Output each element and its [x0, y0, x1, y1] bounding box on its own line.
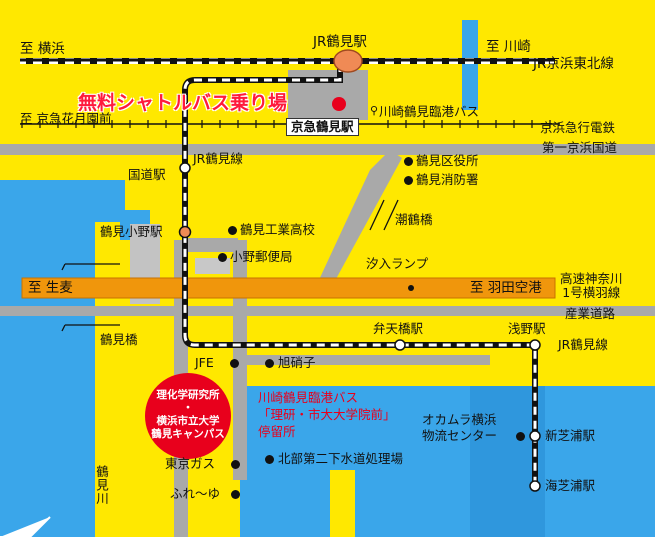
- campus-circle: [145, 373, 231, 459]
- expressway: [21, 277, 556, 299]
- canal-south: [470, 386, 545, 537]
- canal-center: [240, 386, 330, 537]
- road-diagonal: [318, 150, 402, 290]
- shuttle-stop-label: 無料シャトルバス乗り場: [78, 92, 288, 114]
- sangyo-road: [0, 306, 655, 316]
- jr-keihin-tohoku-rail: [20, 58, 555, 64]
- parcel: [195, 258, 230, 274]
- label-to-keikyu-kamata: 至 京急花月園前: [20, 111, 112, 126]
- corner-mark: [0, 516, 51, 537]
- line-jr-tsurumi-right: JR鶴見線: [558, 337, 608, 352]
- tokyo-gas-label: 東京ガス: [165, 456, 216, 471]
- tech-high-label: 鶴見工業高校: [240, 222, 316, 237]
- shuttle-stop-marker: [332, 97, 346, 111]
- fire-station-dot: [404, 176, 413, 185]
- shionyu-ramp-marker: [408, 285, 414, 291]
- okamura-dot: [516, 432, 525, 441]
- shionyu-ramp-label: 汐入ランプ: [366, 256, 429, 271]
- label-to-yokohama: 至 横浜: [20, 41, 65, 57]
- label-to-kawasaki: 至 川崎: [486, 39, 531, 55]
- line-keikyu: 京浜急行電鉄: [540, 120, 616, 135]
- fire-station-label: 鶴見消防署: [416, 172, 479, 187]
- bridge-ushiobashi: 潮鶴橋: [395, 212, 433, 227]
- jr-tsurumi-line-dash: [183, 64, 537, 487]
- asano-station-marker: [529, 339, 541, 351]
- station-keikyu-tsurumi: 京急鶴見駅: [286, 118, 359, 136]
- station-markers: [178, 49, 541, 492]
- daiichi-keihin-road: [0, 144, 655, 155]
- tsurumi-river: [0, 180, 125, 537]
- ward-office-dot: [404, 157, 413, 166]
- okamura-label: オカムラ横浜 物流センター: [422, 412, 498, 443]
- kawasaki-bus-label: 川崎鶴見臨港バス: [379, 104, 480, 119]
- bus-stop-icon: ⚲: [370, 104, 379, 117]
- asahi-garasu-label: 旭硝子: [278, 355, 316, 370]
- keikyu-ties: [21, 120, 551, 128]
- label-to-namamugi: 至 生麦: [28, 280, 73, 296]
- line-jr-tsurumi-top: JR鶴見線: [193, 151, 243, 166]
- station-shin-shibaura: 新芝浦駅: [545, 428, 596, 443]
- bridge-tsurumibashi: 鶴見橋: [100, 332, 138, 347]
- road-harbor: [240, 355, 490, 365]
- campus-label: 理化学研究所 ・ 横浜市立大学 鶴見キャンパス: [151, 389, 225, 440]
- road-connector: [188, 238, 238, 252]
- tsurumi-ono-station-marker: [178, 225, 192, 239]
- jfe-label: JFE: [195, 355, 214, 370]
- ward-office-label: 鶴見区役所: [416, 153, 479, 168]
- fureai-label: ふれ〜ゆ: [170, 486, 221, 501]
- asahi-garasu-dot: [265, 359, 274, 368]
- line-jr-keihin-tohoku: JR京浜東北線: [533, 56, 614, 72]
- bridges: [61, 199, 399, 332]
- post-office-dot: [218, 253, 227, 262]
- fureai-dot: [231, 490, 240, 499]
- sewage-dot: [265, 455, 274, 464]
- river-tsurumi: 鶴見川: [94, 465, 109, 506]
- rail-lines: [20, 58, 560, 487]
- station-asano: 浅野駅: [508, 321, 546, 336]
- station-jr-tsurumi: JR鶴見駅: [313, 34, 367, 50]
- label-to-haneda: 至 羽田空港: [470, 280, 542, 296]
- station-umi-shibaura: 海芝浦駅: [545, 478, 596, 493]
- tsurumibashi-upper: [61, 263, 120, 271]
- station-bentenbashi: 弁天橋駅: [373, 321, 424, 336]
- road-sangyo: 産業道路: [565, 306, 616, 321]
- station-kokudo: 国道駅: [128, 167, 166, 182]
- sewage-label: 北部第二下水道処理場: [278, 451, 404, 466]
- ushiobashi-right: [383, 199, 399, 231]
- umi-shibaura-station-marker: [529, 480, 541, 492]
- jfe-dot: [230, 359, 239, 368]
- tsurumibashi-lower: [61, 324, 120, 332]
- tokyo-gas-dot: [231, 460, 240, 469]
- bentenbashi-station-marker: [394, 339, 406, 351]
- water: [0, 20, 655, 537]
- road-expressway: 高速神奈川 1号横羽線: [560, 271, 623, 300]
- canal-upper-right: [462, 20, 478, 110]
- kokudo-station-marker: [179, 162, 191, 174]
- shin-shibaura-station-marker: [529, 430, 541, 442]
- bus-stop-info-label: 川崎鶴見臨港バス 「理研・市大大学院前」 停留所: [258, 390, 396, 439]
- road-daiichi-keihin: 第一京浜国道: [542, 140, 618, 155]
- jr-tsurumi-station-marker: [333, 49, 363, 73]
- tech-high-dot: [228, 226, 237, 235]
- post-office-label: 小野郵便局: [230, 249, 293, 264]
- station-tsurumi-ono: 鶴見小野駅: [100, 224, 163, 239]
- ushiobashi-left: [369, 199, 385, 231]
